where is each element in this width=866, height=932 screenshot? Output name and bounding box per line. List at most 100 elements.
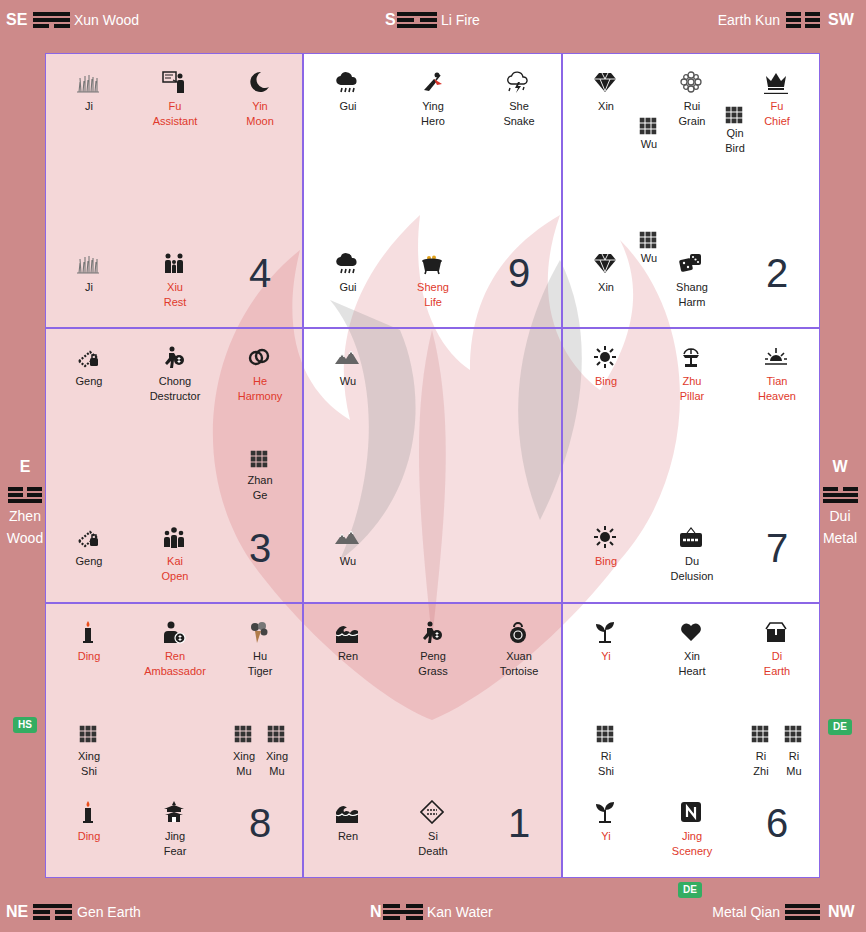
trigram-bar	[27, 493, 42, 497]
direction-label: Earth Kun	[718, 9, 780, 31]
thief-icon	[165, 347, 184, 369]
close-sign-icon	[680, 528, 702, 547]
star-label: Hu Tiger	[248, 649, 273, 679]
star-label: Xing Mu	[233, 749, 255, 779]
direction-label: Dui Metal	[823, 505, 857, 549]
palace-number: 3	[249, 528, 271, 568]
hero-icon	[424, 73, 442, 92]
mountain-icon	[335, 531, 359, 544]
status-badge: DE	[678, 882, 702, 898]
star-label: Wu	[340, 374, 356, 389]
star-label: Xin	[598, 280, 614, 295]
rain-icon	[336, 72, 356, 92]
direction-label: NE	[6, 901, 28, 923]
phoenix-watermark	[213, 215, 680, 720]
grid-icon	[640, 118, 657, 135]
star-label: Zhan Ge	[247, 473, 272, 503]
box-icon	[766, 623, 786, 642]
grid-icon	[251, 451, 268, 468]
trigram-bar	[406, 904, 423, 908]
star-label: Ri Mu	[786, 749, 801, 779]
trigram-bar	[805, 18, 820, 22]
star-label: Yin Moon	[246, 99, 274, 129]
direction-label: Li Fire	[441, 9, 480, 31]
grid-icon	[726, 107, 743, 124]
badge-text: DE	[828, 719, 852, 735]
star-label: Rui Grain	[679, 99, 706, 129]
star-label: Ri Shi	[598, 749, 614, 779]
palace-cell: JiFu AssistantYin MoonJiXiu Rest4	[45, 53, 303, 328]
trigram-bar	[397, 24, 437, 28]
trigram-bar	[33, 18, 70, 22]
gem-icon	[594, 73, 616, 92]
star-label: Jing Fear	[164, 829, 187, 859]
temple-icon	[164, 801, 184, 822]
star-label: Jing Scenery	[672, 829, 712, 859]
direction-label: E	[20, 456, 31, 478]
star-label: Qin Bird	[725, 126, 745, 156]
sprout-icon	[596, 802, 614, 822]
grass-icon	[77, 75, 99, 92]
grain-icon	[681, 72, 701, 92]
direction-label: Zhen Wood	[7, 505, 43, 549]
direction-label: Metal Qian	[712, 901, 780, 923]
star-label: Wu	[641, 137, 657, 152]
star-label: Xing Shi	[78, 749, 100, 779]
trigram-bar	[823, 487, 838, 491]
grid-icon	[640, 232, 657, 249]
palace-number: 4	[249, 253, 271, 293]
direction-label: S	[385, 9, 396, 31]
star-label: Yi	[601, 829, 610, 844]
chainsaw-icon	[79, 532, 98, 546]
star-label: Yi	[601, 649, 610, 664]
star-label: Tian Heaven	[758, 374, 796, 404]
sun-icon	[594, 346, 616, 368]
thief-icon	[423, 622, 442, 644]
trigram-bar	[397, 18, 414, 22]
star-label: Geng	[76, 374, 103, 389]
palace-cell: GuiYing HeroShe SnakeGuiSheng Life9	[303, 53, 562, 328]
star-label: Ding	[78, 649, 101, 664]
star-label: Geng	[76, 554, 103, 569]
palace-cell: XinRui GrainFu ChiefQin BirdWuWuXinShang…	[562, 53, 820, 328]
star-label: Ri Zhi	[753, 749, 768, 779]
palace-cell: GengChong DestructorHe HarmonyZhan GeGen…	[45, 328, 303, 603]
grid-icon	[597, 726, 614, 743]
trigram-bar	[805, 24, 820, 28]
fountain-icon	[683, 349, 699, 367]
direction-label: NW	[828, 901, 855, 923]
moon-icon	[250, 72, 269, 92]
sprout-icon	[596, 622, 614, 642]
grid-icon	[80, 726, 97, 743]
star-label: Ying Hero	[421, 99, 445, 129]
trigram-bar	[55, 910, 72, 914]
trigram-bar	[33, 12, 70, 16]
palace-number: 1	[508, 803, 530, 843]
star-label: Shang Harm	[676, 280, 708, 310]
direction-label: N	[370, 901, 382, 923]
cell-ground	[303, 53, 562, 328]
star-label: Peng Grass	[418, 649, 447, 679]
trigram-bar	[785, 904, 820, 908]
tiger-icon	[251, 622, 268, 643]
star-label: Ren	[338, 649, 358, 664]
direction-label: SE	[6, 9, 27, 31]
group-icon	[164, 527, 184, 548]
trigram-bar	[33, 910, 50, 914]
star-label: Xin Heart	[679, 649, 706, 679]
trigram-bar	[785, 910, 820, 914]
cell-grounds	[45, 53, 820, 878]
trigram-bar	[397, 12, 437, 16]
trigram-bar	[8, 499, 42, 503]
candle-icon	[83, 621, 93, 643]
trigram-bar	[383, 904, 400, 908]
trigram-bar	[843, 487, 858, 491]
grass-icon	[77, 256, 99, 273]
trigram-bar	[54, 24, 70, 28]
phoenix-wing	[330, 300, 416, 560]
direction-label: Xun Wood	[74, 9, 139, 31]
family-icon	[165, 254, 183, 274]
star-label: She Snake	[503, 99, 534, 129]
trigram-bar	[33, 916, 50, 920]
